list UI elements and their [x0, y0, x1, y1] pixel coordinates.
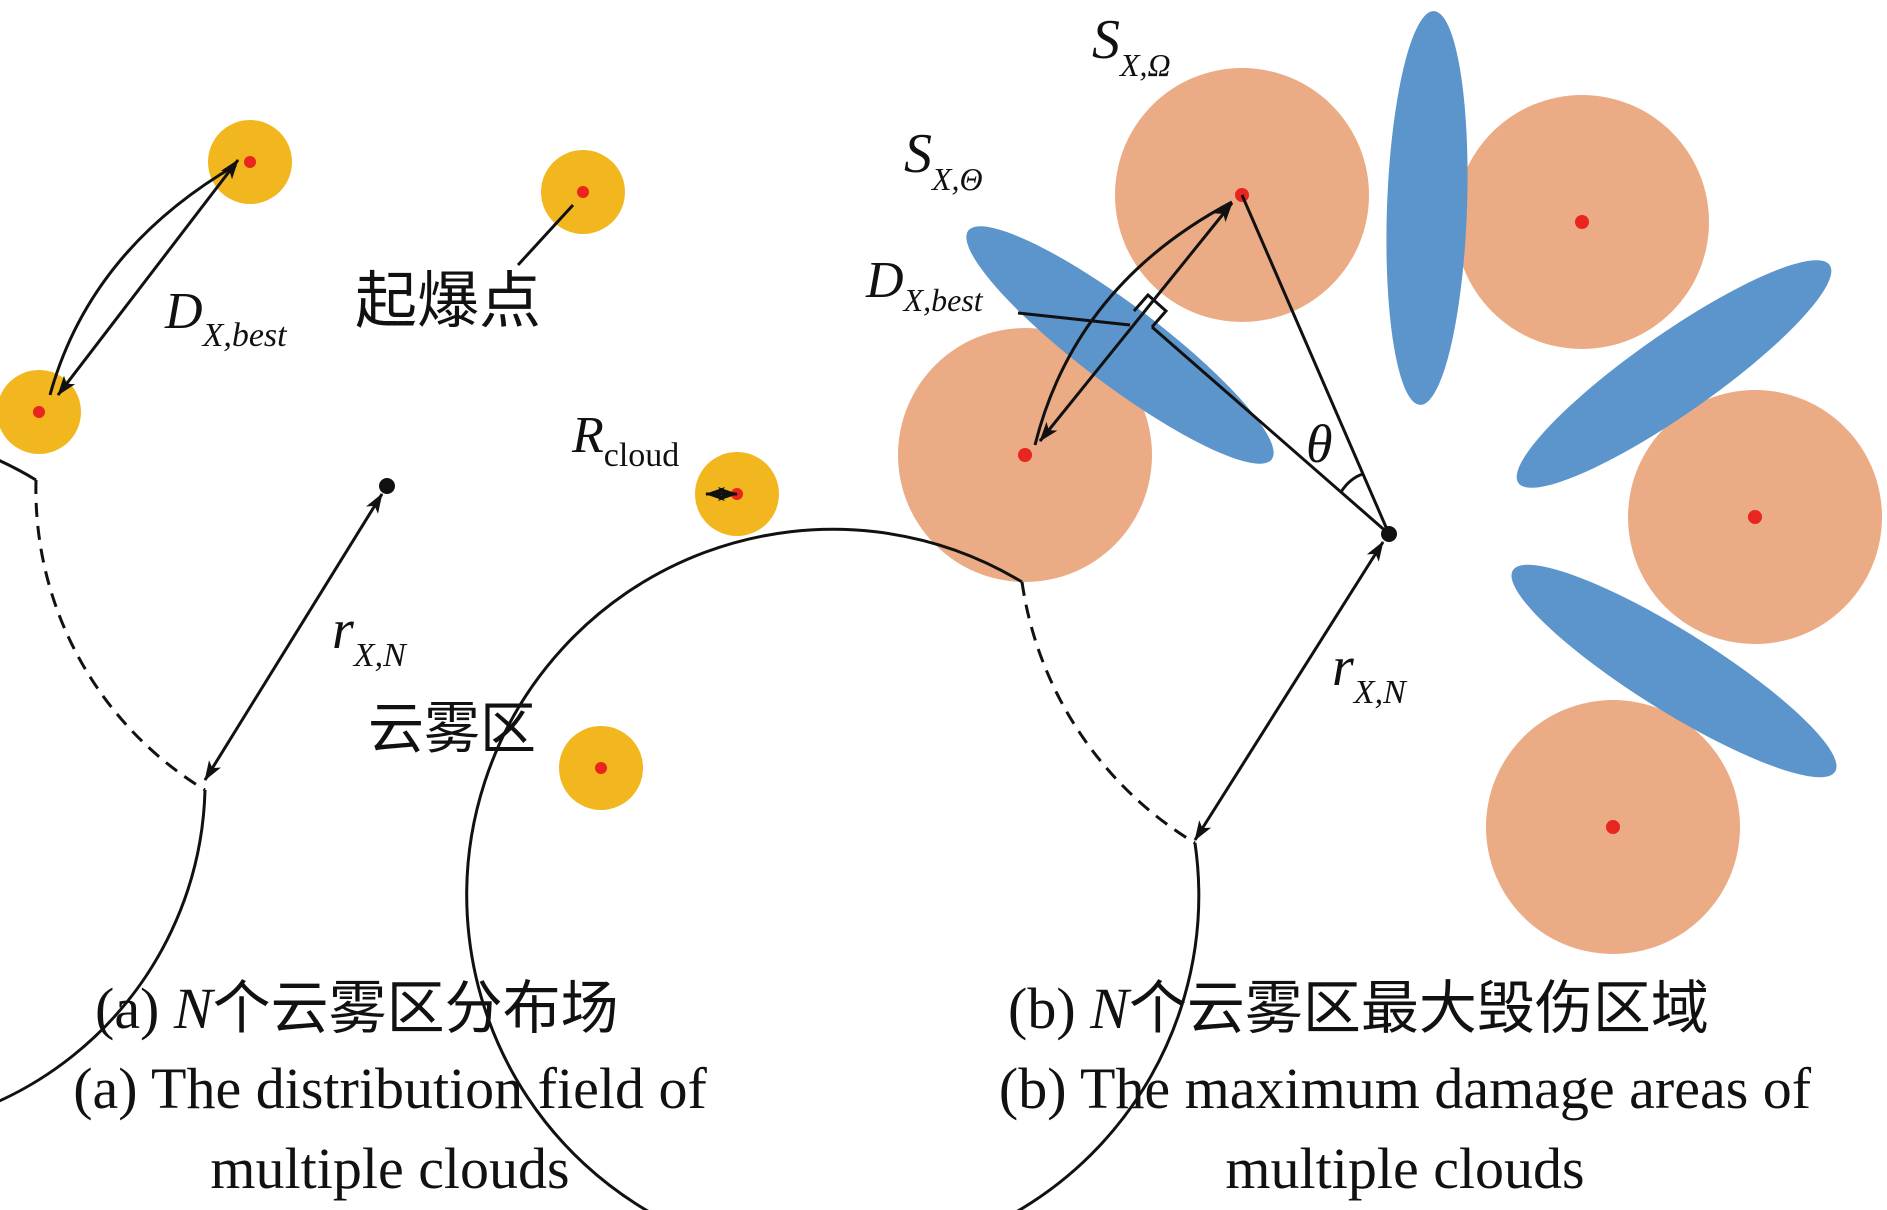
caption-b-cn: (b) N个云雾区最大毁伤区域	[1008, 976, 1709, 1041]
damage-ellipse-1	[1386, 11, 1468, 405]
distance-arc-a	[48, 163, 237, 396]
radial-line-to-point1	[1240, 194, 1391, 535]
damage-point-4	[1748, 510, 1762, 524]
center-point-a	[379, 478, 395, 494]
damage-point-3	[1018, 448, 1032, 462]
panel-a: DX,best 起爆点 Rcloud rX,N 云雾区 (a) N个云雾区分布场…	[0, 120, 779, 1201]
caption-a-cn: (a) N个云雾区分布场	[95, 976, 619, 1041]
detonation-point-2	[577, 186, 589, 198]
label-s-omega: SX,Ω	[1092, 9, 1171, 83]
damage-ellipse-4	[1511, 564, 1837, 778]
radius-arrow-b	[1193, 541, 1385, 841]
damage-circle-solid	[465, 527, 1201, 1210]
label-cloud-zone: 云雾区	[368, 699, 536, 761]
distribution-circle-solid	[0, 459, 207, 1103]
distance-arc-b	[1033, 200, 1233, 446]
label-distance-a: DX,best	[164, 283, 288, 354]
caption-a-en-line1: (a) The distribution field of	[73, 1056, 707, 1121]
panel-b: SX,Ω SX,Θ DX,best θ rX,N (b) N个云雾区最大毁伤区域…	[465, 9, 1882, 1210]
label-theta: θ	[1306, 414, 1333, 474]
radius-arrow-a	[203, 493, 384, 781]
theta-angle-arc	[1339, 472, 1364, 493]
distance-arrow-a	[56, 159, 240, 396]
label-distance-b: DX,best	[865, 252, 984, 318]
label-detonation: 起爆点	[355, 268, 541, 336]
damage-ellipse-3	[1516, 260, 1832, 488]
damage-point-5	[1606, 820, 1620, 834]
label-radius-cloud: Rcloud	[571, 407, 679, 474]
distance-leader-line-b	[1017, 311, 1131, 327]
detonation-point-1	[244, 156, 256, 168]
detonation-point-3	[33, 406, 45, 418]
caption-b-en-line1: (b) The maximum damage areas of	[999, 1056, 1812, 1121]
distribution-circle-dashed	[34, 479, 206, 792]
detonation-point-5	[595, 762, 607, 774]
label-radius-a: rX,N	[332, 599, 408, 674]
caption-b-en-line2: multiple clouds	[1225, 1136, 1584, 1201]
label-s-theta: SX,Θ	[904, 123, 983, 197]
caption-a-en-line2: multiple clouds	[210, 1136, 569, 1201]
distance-arrow-b	[1038, 202, 1234, 442]
detonation-leader-line	[516, 203, 575, 267]
label-radius-b: rX,N	[1332, 636, 1408, 711]
damage-circle-dashed	[1020, 581, 1196, 845]
damage-point-2	[1575, 215, 1589, 229]
